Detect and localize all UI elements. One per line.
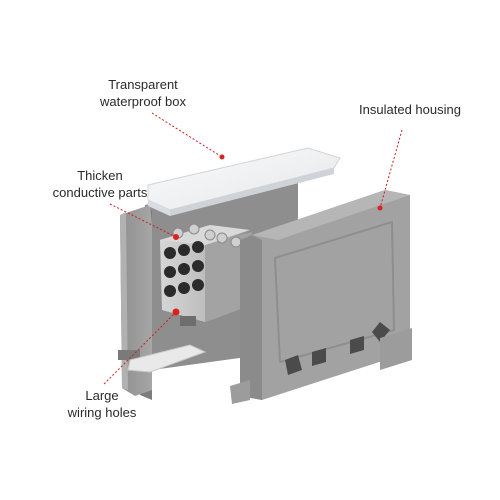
dot-transparent [219, 154, 225, 160]
dot-wiring-holes [172, 308, 180, 316]
leader-thicken [109, 203, 177, 238]
base-insulator [127, 344, 207, 373]
leader-lines [103, 112, 403, 385]
callout-line: Transparent [108, 77, 178, 92]
callout-thicken-parts: Thicken conductive parts [40, 167, 160, 201]
insulated-housing-panel [230, 190, 412, 404]
leader-transparent [151, 112, 223, 158]
callout-dots [172, 154, 383, 316]
callout-line: wiring holes [67, 405, 137, 420]
callout-line: Thicken [77, 168, 123, 183]
wiring-hole-grid [164, 241, 204, 297]
callout-wiring-holes: Large wiring holes [52, 387, 152, 421]
callout-line: waterproof box [100, 94, 186, 109]
housing-left-wall [118, 205, 152, 396]
callout-line: conductive parts [52, 185, 148, 200]
callout-transparent-box: Transparent waterproof box [78, 76, 208, 110]
transparent-cover [147, 147, 341, 216]
leader-insulated [379, 129, 403, 209]
callout-line: Insulated housing [359, 102, 461, 117]
dot-insulated [377, 205, 383, 211]
leader-wiring-holes [103, 311, 177, 385]
callout-insulated-housing: Insulated housing [340, 101, 480, 118]
callout-line: Large [85, 388, 119, 403]
dot-thicken [173, 234, 179, 240]
